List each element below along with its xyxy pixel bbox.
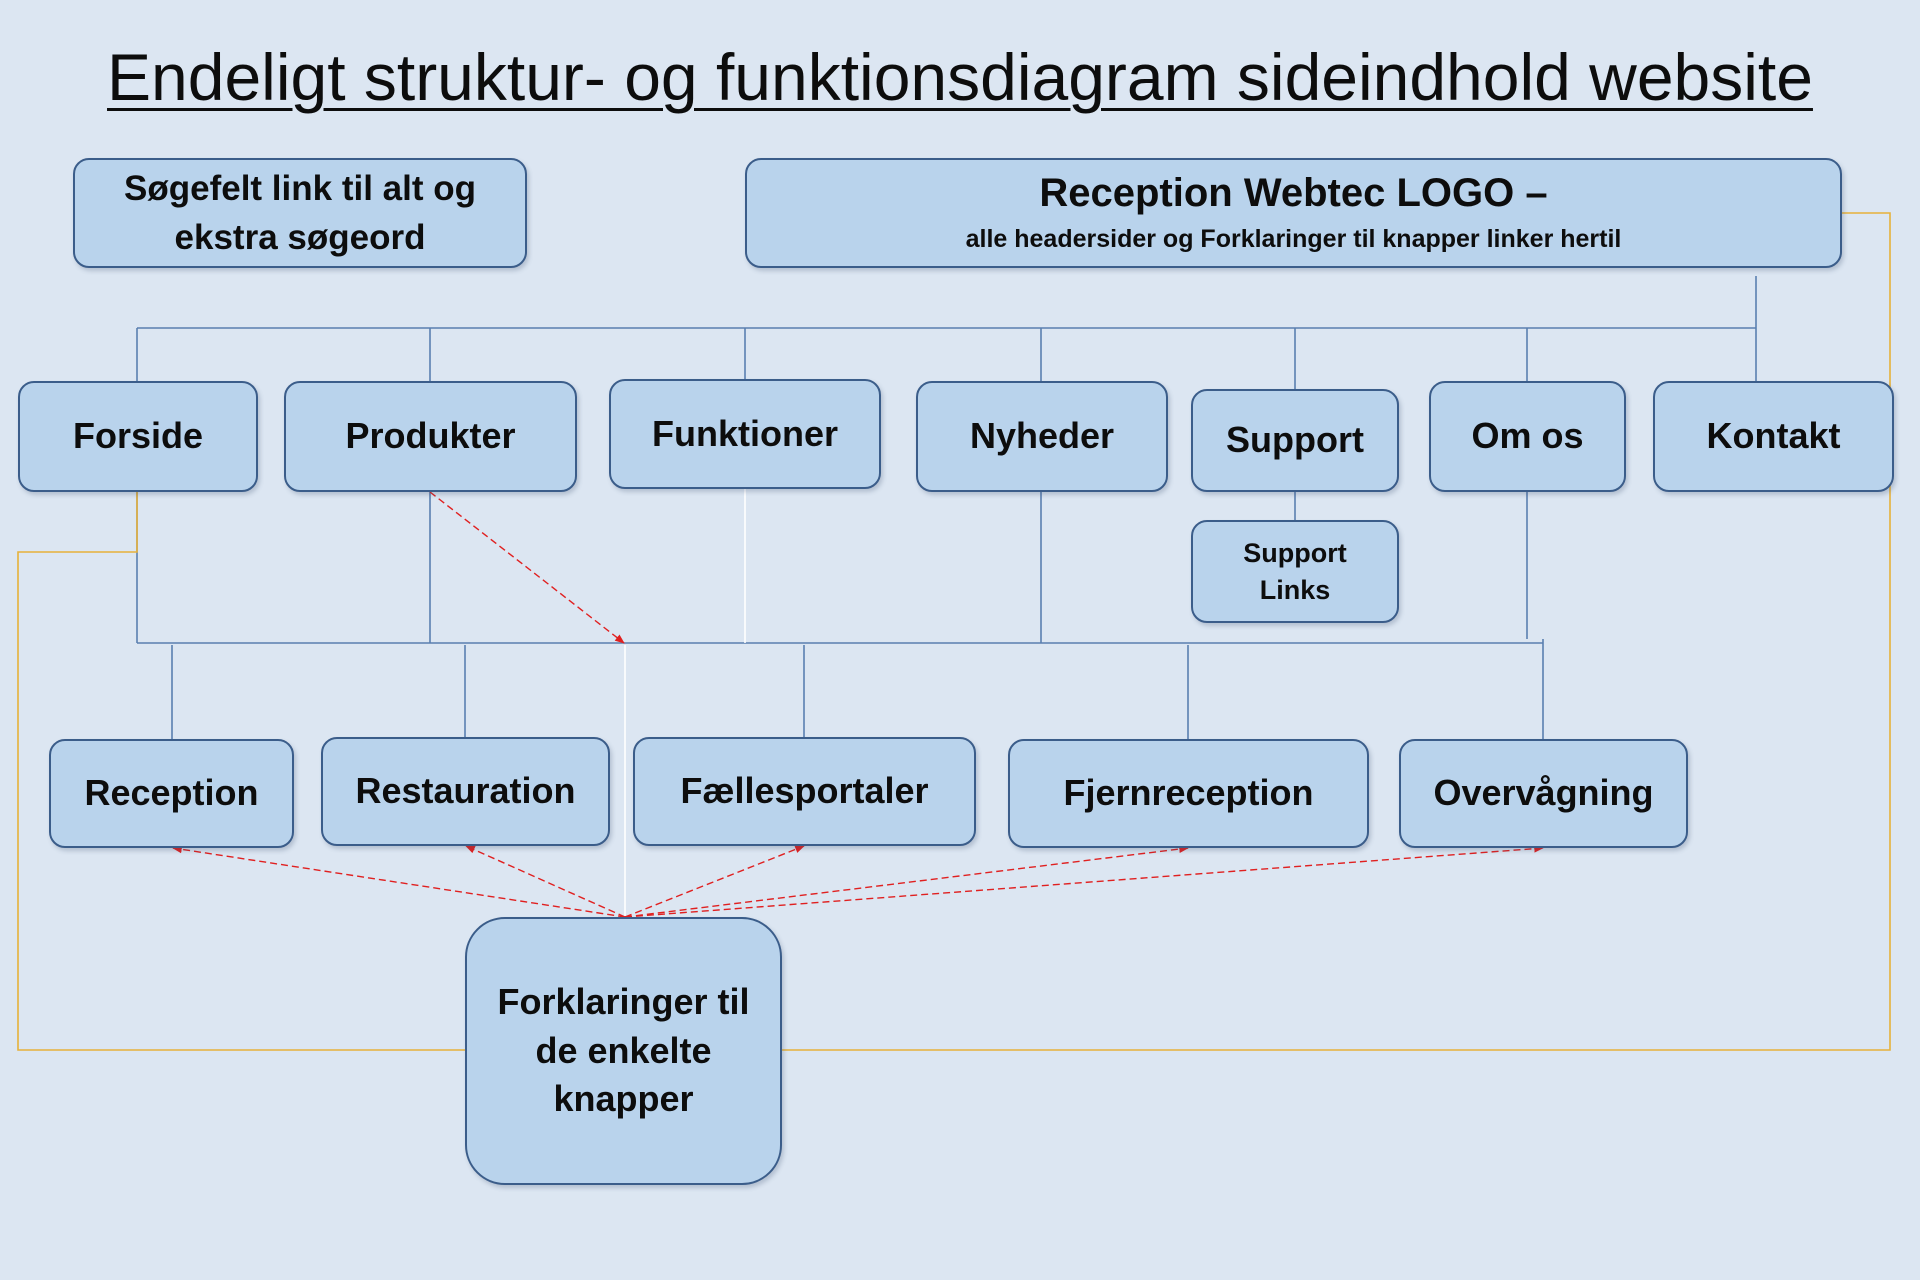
product-box-label: Fællesportaler [680, 770, 929, 812]
nav-box-label: Forside [72, 415, 204, 457]
arrow-to-reception [172, 845, 626, 918]
product-box-overvaagning[interactable]: Overvågning [1399, 739, 1688, 848]
red-arrows [172, 491, 1544, 918]
produkter-arrow [429, 491, 625, 644]
nav-box-om-os[interactable]: Om os [1429, 381, 1626, 492]
nav-box-label: Funktioner [652, 412, 838, 454]
nav-box-label: Nyheder [969, 415, 1115, 457]
nav-box-support[interactable]: Support [1191, 389, 1399, 492]
search-box[interactable]: Søgefelt link til alt og ekstra søgeord [73, 158, 527, 268]
explanations-box[interactable]: Forklaringer til de enkelte knapper [465, 917, 782, 1185]
product-box-reception[interactable]: Reception [49, 739, 294, 848]
tree-lines-white [624, 489, 746, 917]
arrow-to-restauration [465, 845, 626, 918]
arrow-to-overvaagning [624, 844, 1544, 918]
nav-box-funktioner[interactable]: Funktioner [609, 379, 881, 489]
logo-box-subtitle: alle headersider og Forklaringer til kna… [965, 225, 1622, 254]
logo-box[interactable]: Reception Webtec LOGO – alle headersider… [745, 158, 1842, 268]
product-box-label: Fjernreception [1063, 772, 1314, 814]
nav-box-label: Support [1226, 419, 1364, 461]
product-box-label: Restauration [355, 770, 576, 812]
product-box-restauration[interactable]: Restauration [321, 737, 610, 846]
explanations-line: Forklaringer til [497, 981, 750, 1023]
forside-link-line [17, 492, 465, 1051]
product-box-faellesportaler[interactable]: Fællesportaler [633, 737, 976, 846]
search-box-line: ekstra søgeord [174, 218, 426, 257]
nav-box-label: Kontakt [1706, 415, 1841, 457]
explanations-line: de enkelte [535, 1029, 712, 1071]
arrow-to-faellesportaler [624, 845, 805, 918]
support-links-line: Support [1243, 538, 1347, 569]
product-box-label: Overvågning [1433, 772, 1654, 814]
nav-box-label: Produkter [345, 415, 516, 457]
nav-box-forside[interactable]: Forside [18, 381, 258, 492]
product-box-label: Reception [84, 772, 259, 814]
logo-link-line [782, 212, 1891, 1051]
product-box-fjernreception[interactable]: Fjernreception [1008, 739, 1369, 848]
page-title: Endeligt struktur- og funktionsdiagram s… [107, 40, 1813, 114]
nav-box-produkter[interactable]: Produkter [284, 381, 577, 492]
search-box-line: Søgefelt link til alt og [124, 169, 476, 208]
logo-box-title: Reception Webtec LOGO – [1039, 171, 1548, 216]
nav-box-kontakt[interactable]: Kontakt [1653, 381, 1894, 492]
explanations-line: knapper [553, 1078, 694, 1120]
nav-box-label: Om os [1471, 415, 1584, 457]
nav-box-nyheder[interactable]: Nyheder [916, 381, 1168, 492]
arrow-to-fjernreception [624, 845, 1189, 918]
orange-link-lines [17, 212, 1891, 1051]
support-links-box[interactable]: Support Links [1191, 520, 1399, 623]
support-links-line: Links [1259, 574, 1331, 605]
tree-lines [136, 276, 1757, 739]
